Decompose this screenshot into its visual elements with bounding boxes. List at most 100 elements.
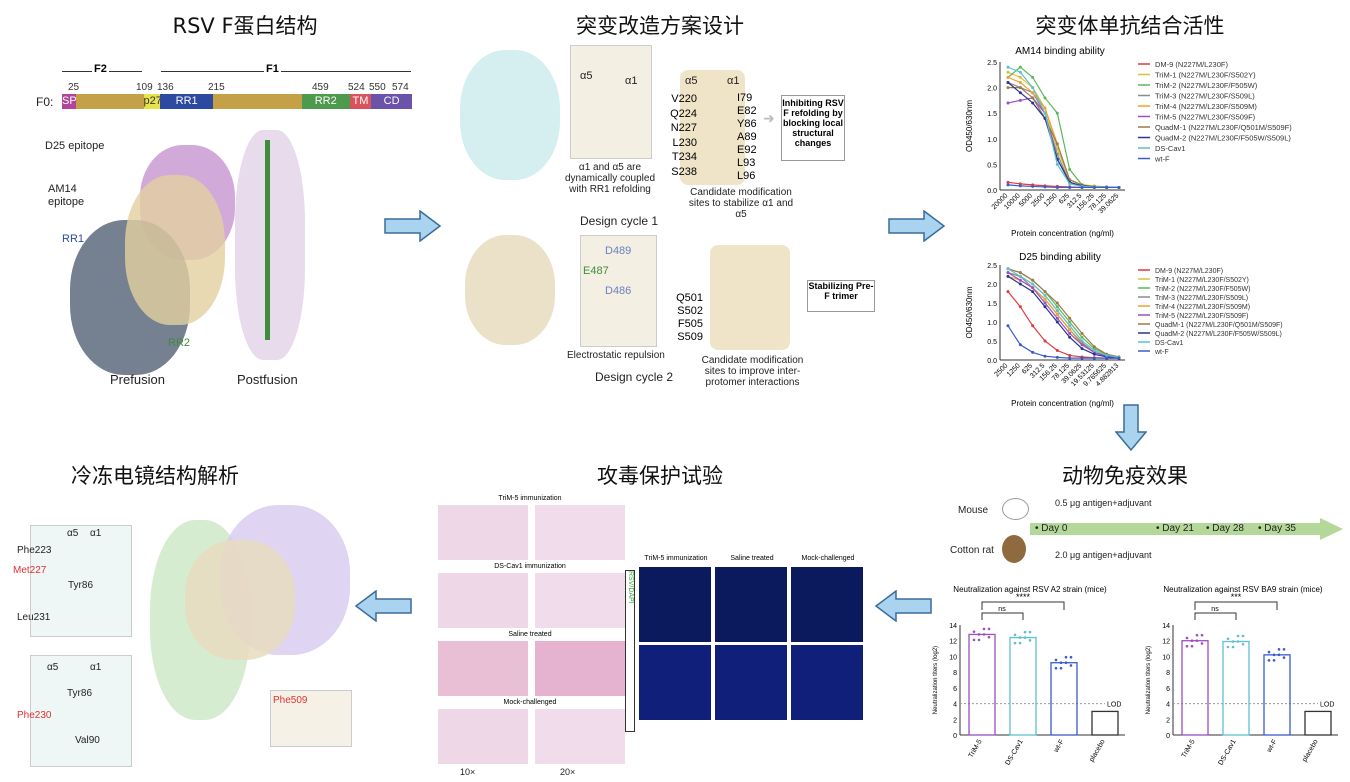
- x-tick: placebo: [1301, 738, 1319, 763]
- residue-label: L93: [737, 157, 756, 169]
- if-column-label: TriM-5 immunization: [644, 555, 708, 562]
- design2-caption-2: Candidate modification sites to improve …: [701, 355, 804, 388]
- data-point: [1006, 290, 1010, 294]
- map-wheat: [185, 540, 295, 660]
- sig-stars: ***: [1231, 592, 1242, 602]
- y-tick: 0.0: [987, 188, 997, 195]
- cryo-inset-3: [270, 690, 352, 747]
- data-point: [982, 633, 986, 636]
- data-point: [1236, 634, 1240, 638]
- x-axis-label: Protein concentration (ng/ml): [1011, 229, 1114, 238]
- day-28: • Day 28: [1206, 523, 1244, 534]
- data-point: [1105, 185, 1109, 189]
- data-point: [987, 635, 991, 639]
- data-point: [1277, 648, 1281, 651]
- y-tick: 1.0: [987, 320, 997, 327]
- residue-label: E82: [737, 105, 757, 117]
- residue-label: A89: [737, 131, 757, 143]
- data-point: [1031, 86, 1035, 90]
- alpha1-label: α1: [625, 75, 638, 87]
- data-point: [1068, 185, 1072, 189]
- data-point: [1055, 355, 1059, 359]
- data-point: [1080, 356, 1084, 360]
- leu231-label: Leu231: [17, 612, 51, 623]
- design2-sites-structure: [710, 245, 790, 350]
- data-point: [1031, 282, 1035, 286]
- data-point: [1185, 644, 1189, 648]
- residue-label: N227: [670, 122, 697, 134]
- mouse-icon: [1002, 498, 1029, 520]
- data-point: [1200, 642, 1204, 645]
- legend-entry: TriM-1 (N227M/L230F/S502Y): [1155, 71, 1256, 80]
- data-point: [1023, 636, 1027, 639]
- histology-row-label: TriM-5 immunization: [498, 495, 562, 502]
- data-point: [1059, 666, 1063, 670]
- phe509-label: Phe509: [273, 695, 308, 706]
- cryo-inset-2: [30, 655, 132, 767]
- series-line-QuadM-1: [1007, 268, 1120, 358]
- data-point: [1068, 328, 1072, 332]
- data-point: [1080, 347, 1084, 351]
- alpha1-label-2: α1: [727, 75, 740, 87]
- design1-caption-1: α1 and α5 are dynamically coupled with R…: [564, 162, 656, 195]
- series-line-QuadM-1: [1008, 86, 1119, 189]
- domain-segment: SP: [62, 94, 77, 109]
- data-point: [1064, 655, 1068, 659]
- mag-20x: 20×: [560, 767, 576, 777]
- data-point: [1069, 664, 1073, 667]
- postfusion-structure: [235, 130, 305, 360]
- data-point: [1068, 331, 1072, 335]
- data-point: [1055, 142, 1059, 146]
- title-challenge: 攻毒保护试验: [597, 464, 723, 488]
- flow-arrow-left-1: [354, 590, 412, 622]
- rat-dose-label: 2.0 μg antigen+adjuvant: [1055, 550, 1152, 560]
- f0-label: F0:: [36, 95, 54, 109]
- legend-entry: TriM-2 (N227M/L230F/F505W): [1155, 81, 1258, 90]
- data-point: [1241, 634, 1245, 638]
- data-point: [1018, 75, 1022, 79]
- data-point: [1195, 639, 1199, 643]
- data-point: [1043, 185, 1047, 189]
- data-point: [1043, 301, 1047, 305]
- data-point: [1006, 80, 1010, 84]
- y-tick: 0: [1166, 733, 1170, 740]
- design1-overview-structure: [460, 50, 560, 180]
- histology-image-10x: [438, 709, 528, 764]
- data-point: [1006, 180, 1010, 184]
- if-image-high-mag: [715, 645, 787, 720]
- data-point: [1064, 661, 1068, 665]
- inset2-a1: α1: [90, 662, 102, 673]
- cotton-rat-label: Cotton rat: [950, 545, 994, 556]
- series-line-DS-Cav1: [1007, 268, 1120, 358]
- if-column-label: Mock-challenged: [801, 555, 855, 562]
- residue-label: T234: [671, 151, 697, 163]
- bar-placebo: [1304, 710, 1332, 736]
- chart-title: AM14 binding ability: [1015, 46, 1105, 57]
- data-point: [1018, 70, 1022, 74]
- title-binding: 突变体单抗结合活性: [1035, 14, 1225, 38]
- data-point: [1031, 96, 1035, 100]
- y-tick: 1.0: [987, 137, 997, 144]
- bar-TriM-5: [968, 633, 996, 736]
- x-tick: DS-Cav1: [1217, 738, 1237, 766]
- title-immune: 动物免疫效果: [1062, 464, 1188, 488]
- legend-entry: TriM-5 (N227M/L230F/S509F): [1155, 313, 1249, 320]
- immunization-timeline: Mouse Cotton rat 0.5 μg antigen+adjuvant…: [950, 490, 1345, 565]
- x-tick: 1250: [1006, 362, 1022, 378]
- data-point: [1105, 353, 1109, 357]
- data-point: [1068, 168, 1072, 172]
- d486-label: D486: [605, 285, 632, 297]
- domain-position: 574: [392, 82, 409, 93]
- y-tick: 0: [953, 733, 957, 740]
- data-point: [1031, 91, 1035, 95]
- data-point: [1231, 640, 1235, 643]
- data-point: [1272, 653, 1276, 657]
- series-line-TriM-5: [1007, 272, 1120, 359]
- data-point: [1054, 658, 1058, 662]
- data-point: [982, 627, 986, 631]
- postfusion-label: Postfusion: [237, 372, 298, 387]
- y-axis-label: OD450/630nm: [965, 286, 974, 338]
- data-point: [1043, 111, 1047, 115]
- data-point: [1028, 639, 1032, 642]
